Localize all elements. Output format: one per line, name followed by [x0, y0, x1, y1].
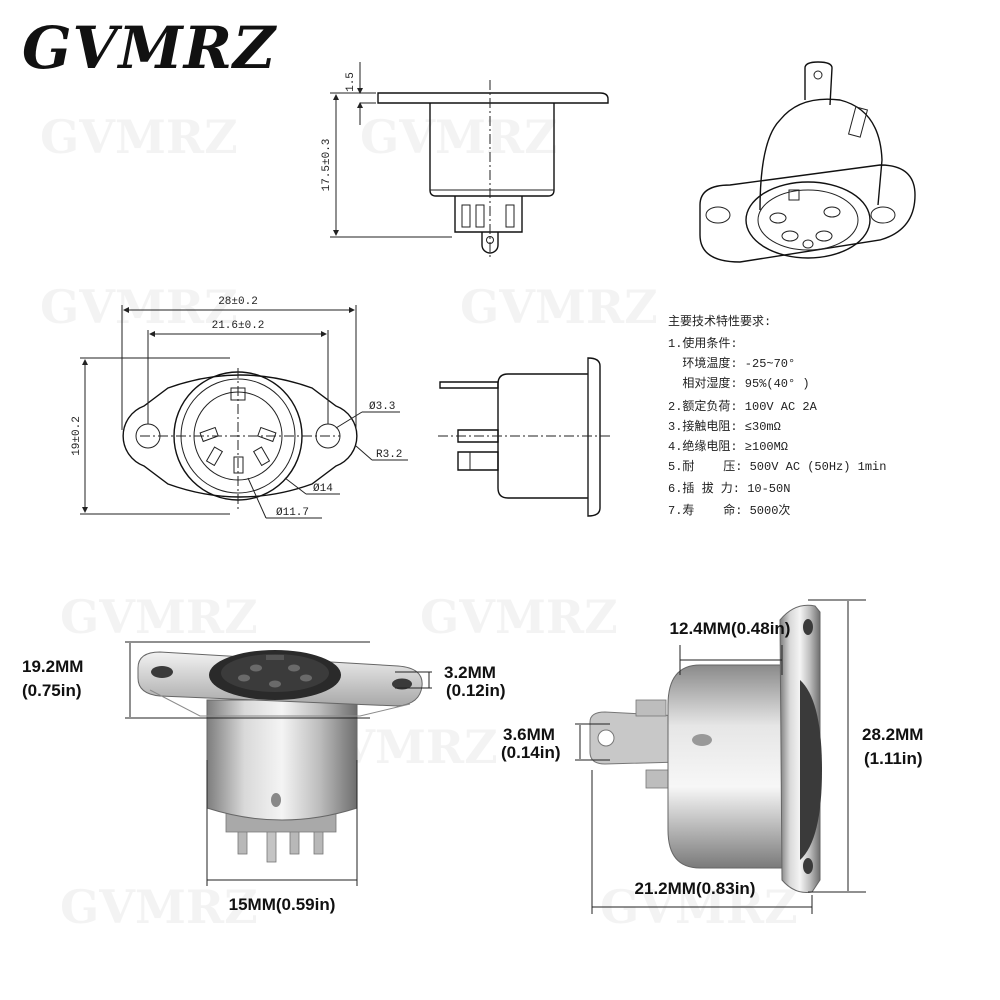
dim-overall-height: 19±0.2: [71, 416, 83, 456]
spec-line: 7.寿 命: 5000次: [668, 502, 790, 518]
spec-line: 1.使用条件:: [668, 335, 738, 351]
dim-body-dia: Ø14: [313, 483, 333, 495]
spec-line: 相对湿度: 95%(40° ): [668, 375, 810, 391]
flange-mm: 3.2MM: [444, 663, 496, 682]
spec-line: 2.额定负荷: 100V AC 2A: [668, 398, 818, 414]
spec-line: 5.耐 压: 500V AC (50Hz) 1min: [668, 459, 886, 474]
dim-overall-width: 28±0.2: [218, 296, 258, 308]
side-body-dia: 12.4MM(0.48in): [670, 619, 791, 638]
side-photo-dimensions: 12.4MM(0.48in) 3.6MM (0.14in) 28.2MM (1.…: [501, 599, 923, 914]
watermark: GVMRZ: [60, 590, 258, 644]
front-view-drawing: 28±0.2 21.6±0.2 19±0.2 Ø3.3 R3.2 Ø14 Ø11…: [71, 296, 408, 519]
spec-line: 4.绝缘电阻: ≥100MΩ: [668, 438, 788, 454]
dim-height: 17.5±0.3: [321, 139, 333, 192]
dim-flange-thickness: 1.5: [345, 72, 357, 92]
spec-line: 6.插 拔 力: 10-50N: [668, 480, 790, 496]
watermark: GVMRZ: [360, 110, 558, 164]
watermark: GVMRZ: [460, 280, 658, 334]
specs-block: 主要技术特性要求: 1.使用条件: 环境温度: -25~70° 相对湿度: 95…: [668, 313, 886, 518]
watermark: GVMRZ: [60, 880, 258, 934]
dim-inner-dia: Ø11.7: [276, 507, 309, 519]
front-height-in: (0.75in): [22, 681, 82, 700]
side-height-in: (1.11in): [864, 749, 923, 768]
front-body-width: 15MM(0.59in): [229, 895, 336, 914]
brand-logo: GVMRZ: [22, 14, 277, 82]
front-height-mm: 19.2MM: [22, 657, 83, 676]
connector-side-photo: [589, 604, 822, 893]
dim-radius: R3.2: [376, 449, 402, 461]
side-height-mm: 28.2MM: [862, 725, 923, 744]
isometric-drawing: [699, 61, 916, 263]
side-profile-drawing: [438, 357, 610, 517]
dim-hole-dia: Ø3.3: [369, 401, 395, 413]
watermark: GVMRZ: [40, 110, 238, 164]
connector-front-photo: [137, 650, 423, 863]
front-photo-dimensions: 19.2MM (0.75in) 3.2MM (0.12in) 15MM(0.59…: [22, 641, 506, 914]
flange-in: (0.12in): [446, 681, 506, 700]
tab-mm: 3.6MM: [503, 725, 555, 744]
watermark: GVMRZ: [420, 590, 618, 644]
tab-in: (0.14in): [501, 743, 561, 762]
spec-line: 环境温度: -25~70°: [668, 355, 795, 371]
side-view-drawing: 1.5 17.5±0.3: [321, 62, 609, 260]
side-length: 21.2MM(0.83in): [635, 879, 756, 898]
dim-hole-spacing: 21.6±0.2: [212, 320, 265, 332]
spec-line: 3.接触电阻: ≤30mΩ: [668, 418, 781, 434]
specs-title: 主要技术特性要求:: [668, 313, 771, 329]
